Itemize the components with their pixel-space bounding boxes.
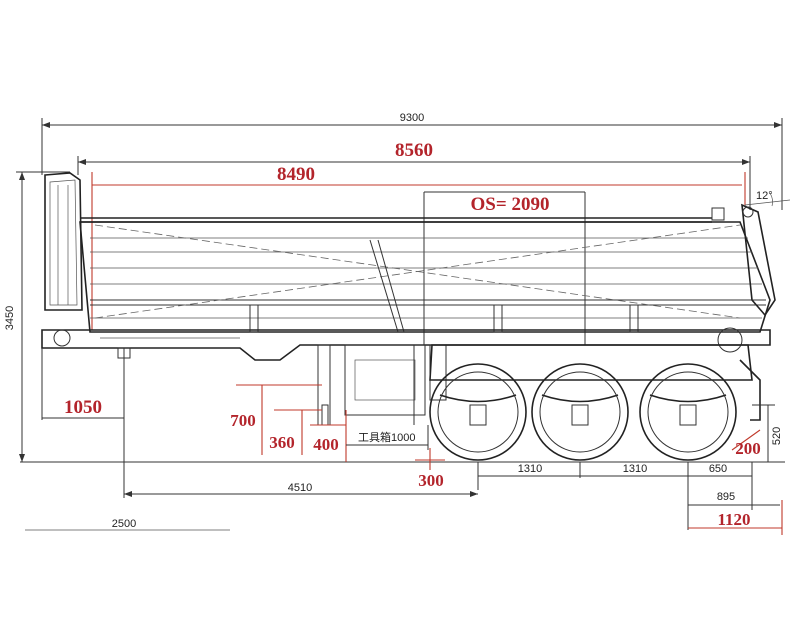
label-300: 300 (418, 471, 444, 490)
label-700: 700 (230, 411, 256, 430)
label-4510: 4510 (288, 482, 312, 494)
dimension-leg-400: 400 (310, 410, 347, 462)
dimension-leg-700: 700 (230, 384, 322, 455)
dimension-rear-1120: 1120 (688, 500, 783, 535)
landing-gear (310, 344, 447, 426)
label-9300: 9300 (400, 112, 424, 124)
dimension-rear-200: 200 (731, 429, 761, 458)
dimension-toolbox: 工具箱1000 (346, 425, 429, 450)
dimension-os: OS= 2090 (423, 191, 586, 345)
chassis-frame (41, 327, 771, 460)
label-8490: 8490 (277, 164, 315, 185)
label-1310-a: 1310 (518, 463, 542, 475)
dimension-bottom-2500: 2500 (25, 518, 230, 531)
dimension-leg-360: 360 (269, 409, 322, 455)
dimension-rear-895: 895 (687, 478, 780, 530)
trailer-body (44, 172, 776, 333)
dimension-kingpin-axle: 4510 (123, 460, 478, 498)
label-1310-b: 1310 (623, 463, 647, 475)
label-8560: 8560 (395, 140, 433, 161)
label-12deg: 12° (756, 190, 773, 202)
label-895: 895 (717, 491, 735, 503)
dimension-height: 3450 (4, 171, 70, 462)
label-1050: 1050 (64, 397, 102, 418)
label-os: OS= 2090 (471, 194, 550, 215)
label-360: 360 (269, 433, 295, 452)
label-1120: 1120 (717, 510, 750, 529)
label-650: 650 (709, 463, 727, 475)
label-toolbox: 工具箱1000 (358, 430, 415, 444)
label-400: 400 (313, 435, 339, 454)
dimension-rear-520: 520 (767, 405, 783, 462)
dimension-axle-spacing: 1310 1310 (477, 462, 689, 490)
label-200: 200 (735, 439, 761, 458)
dimension-body-length: 8560 (77, 140, 751, 210)
dimension-tip-angle: 12° (744, 190, 791, 207)
label-2500: 2500 (112, 518, 136, 530)
dimension-front-1050: 1050 (41, 348, 124, 420)
axle-group (429, 344, 775, 461)
label-3450: 3450 (4, 306, 16, 330)
dimension-overall-length: 9300 (41, 112, 783, 210)
dimension-inner-length: 8490 (91, 164, 746, 330)
dimension-rear-650: 650 (688, 462, 753, 510)
label-520: 520 (771, 427, 783, 445)
dimension-gap-300: 300 (415, 448, 445, 490)
